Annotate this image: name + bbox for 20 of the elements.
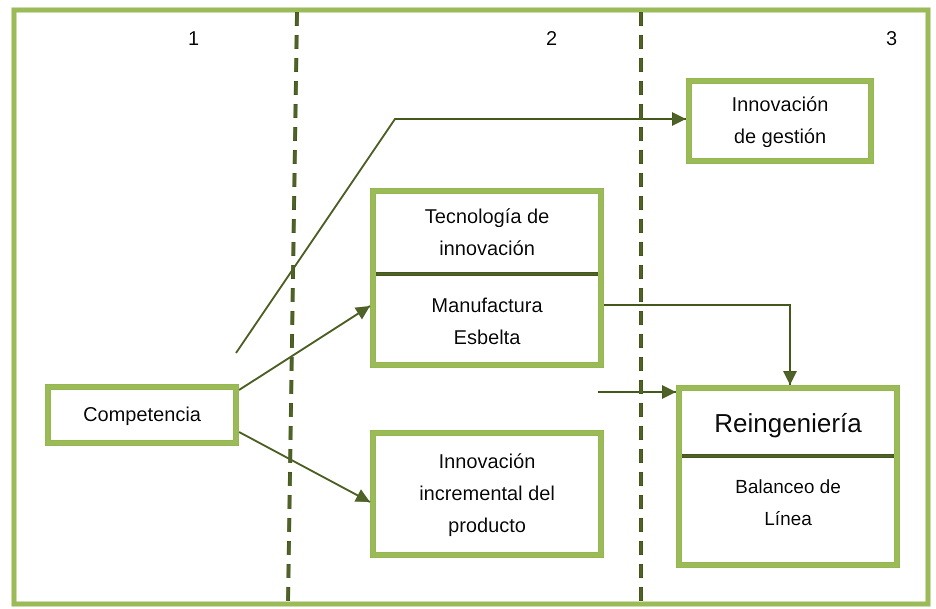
box-text: Innovación incremental del producto [418,450,556,539]
box-text: Innovación de gestión [730,93,830,150]
process-box [45,384,239,446]
box-heading: Tecnología de innovación [424,205,550,262]
column-number: 2 [546,28,558,51]
box-text: Balanceo de Línea [734,476,842,532]
box-heading: Reingeniería [713,406,863,440]
box-text: Competencia [82,403,202,428]
arrow [604,304,797,385]
process-box [370,430,604,558]
column-number: 3 [886,28,898,51]
process-box [686,78,874,164]
box-text: Manufactura Esbelta [430,294,544,351]
split-box [676,385,900,568]
column-number: 1 [188,28,200,51]
split-box [370,188,604,368]
arrow [598,385,676,399]
arrow [238,431,370,503]
arrow [238,305,371,391]
arrow [235,112,686,354]
